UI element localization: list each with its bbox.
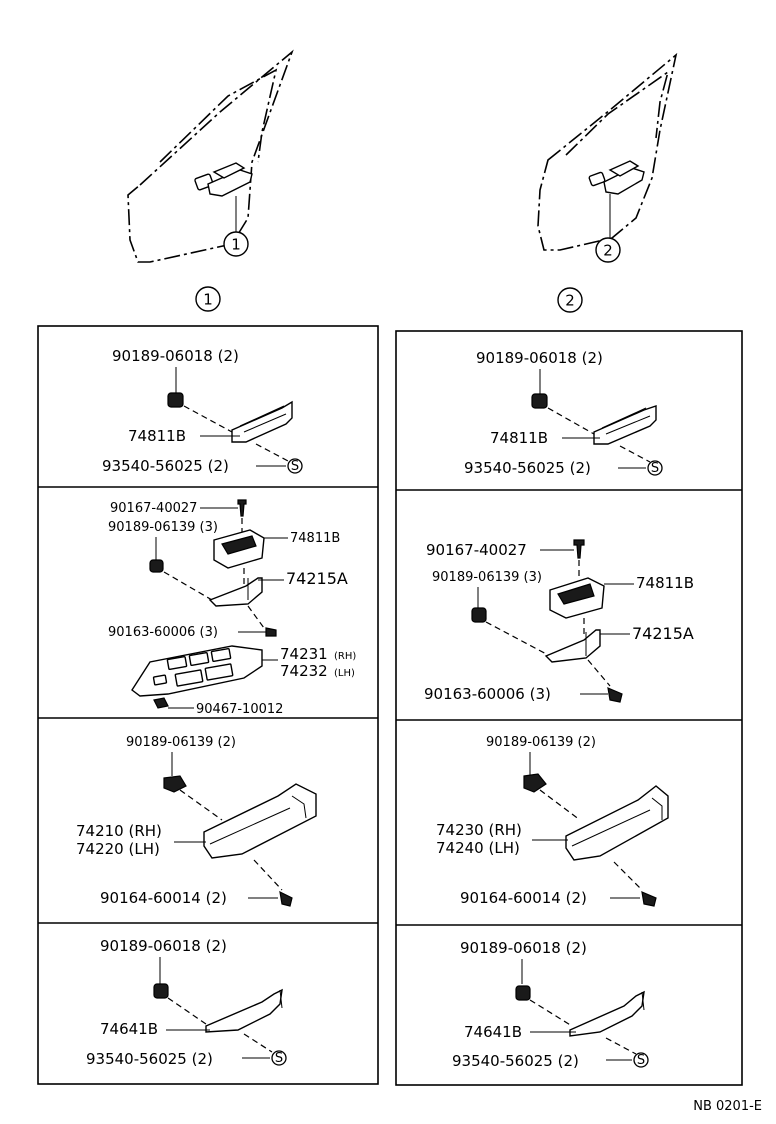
label-screw: 90189-06018 (2) [460, 939, 587, 957]
svg-text:2: 2 [603, 242, 613, 260]
column-callout-2: 2 [557, 287, 583, 313]
label-nut: 93540-56025 (2) [86, 1050, 213, 1068]
bracket-part [208, 577, 263, 607]
label-rh: 74210 (RH) [76, 822, 162, 840]
label-part: 74811B [128, 427, 186, 445]
right-section-2: 90167-40027 90189-06139 (3) 74811B 74215… [424, 539, 694, 703]
label-screw: 90189-06018 (2) [476, 349, 603, 367]
label-part: 74811B [490, 429, 548, 447]
bracket-part [205, 988, 283, 1033]
left-section-1: 90189-06018 (2) 74811B 93540-56025 (2) S [102, 347, 303, 475]
svg-text:S: S [651, 461, 659, 476]
label-bracket: 74215A [632, 624, 694, 643]
label-screw-bracket: 90163-60006 (3) [424, 685, 551, 703]
front-door-illustration [127, 49, 294, 263]
bezel-part [231, 400, 293, 443]
bracket-part [569, 990, 645, 1037]
right-section-3: 90189-06139 (2) 74230 (RH) 74240 (LH) 90… [436, 735, 669, 907]
footer-code: NB 0201-E [693, 1099, 762, 1114]
label-screw-bracket: 90163-60006 (3) [108, 625, 218, 640]
svg-text:S: S [291, 459, 299, 474]
label-lh: 74220 (LH) [76, 840, 160, 858]
svg-text:S: S [275, 1051, 283, 1066]
label-grommet: 90189-06139 (3) [108, 520, 218, 535]
svg-text:S: S [637, 1053, 645, 1068]
nut-part [287, 458, 303, 474]
left-column-frame [37, 325, 379, 1085]
label-clip: 90467-10012 [196, 702, 283, 717]
label-bezel: 74811B [290, 531, 340, 546]
left-section-4: 90189-06018 (2) 74641B 93540-56025 (2) S [86, 937, 287, 1068]
label-screw-small: 90167-40027 [110, 501, 197, 516]
label-rh: 74230 (RH) [436, 821, 522, 839]
label-panel-rh: 74231 [280, 645, 328, 663]
label-screw: 90164-60014 (2) [460, 889, 587, 907]
label-nut: 93540-56025 (2) [102, 457, 229, 475]
left-section-2: 90167-40027 90189-06139 (3) 74811B 74215… [108, 499, 356, 717]
label-grommet: 90189-06139 (3) [432, 570, 542, 585]
right-section-1: 90189-06018 (2) 74811B 93540-56025 (2) S [464, 349, 663, 477]
label-grommet: 90189-06139 (2) [486, 735, 596, 750]
callout-door-1: 1 [223, 231, 249, 257]
label-screw-small: 90167-40027 [426, 541, 527, 559]
label-screw: 90189-06018 (2) [100, 937, 227, 955]
left-section-3: 90189-06139 (2) 74210 (RH) 74220 (LH) 90… [76, 735, 317, 907]
svg-text:1: 1 [203, 291, 213, 309]
label-bracket: 74215A [286, 569, 348, 588]
callout-door-2: 2 [595, 237, 621, 263]
label-grommet: 90189-06139 (2) [126, 735, 236, 750]
label-panel-lh-suffix: (LH) [334, 668, 355, 679]
armrest-part [565, 785, 669, 861]
label-nut: 93540-56025 (2) [464, 459, 591, 477]
right-column-frame [395, 330, 743, 1086]
bracket-part [544, 629, 601, 663]
label-panel-rh-suffix: (RH) [334, 651, 356, 662]
label-bezel: 74811B [636, 574, 694, 592]
screw-part [167, 392, 184, 408]
label-part: 74641B [464, 1023, 522, 1041]
rear-door-illustration [537, 52, 678, 251]
label-screw: 90164-60014 (2) [100, 889, 227, 907]
svg-text:2: 2 [565, 292, 575, 310]
label-panel-lh: 74232 [280, 662, 328, 680]
svg-text:1: 1 [231, 236, 241, 254]
label-part: 74641B [100, 1020, 158, 1038]
label-nut: 93540-56025 (2) [452, 1052, 579, 1070]
label-screw: 90189-06018 (2) [112, 347, 239, 365]
right-section-4: 90189-06018 (2) 74641B 93540-56025 (2) S [452, 939, 649, 1070]
column-callout-1: 1 [195, 286, 221, 312]
label-lh: 74240 (LH) [436, 839, 520, 857]
